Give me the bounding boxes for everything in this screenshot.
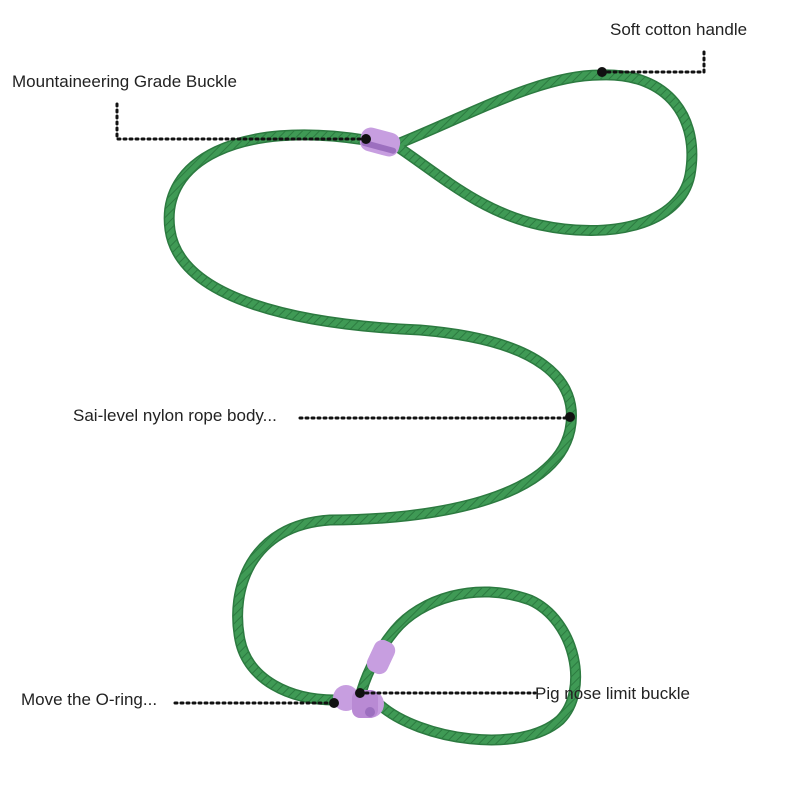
marker-pig-dot-marker xyxy=(355,688,365,698)
rope xyxy=(163,69,698,746)
label-o-ring: Move the O-ring... xyxy=(21,690,158,709)
label-pig-nose-buckle: Pig nose limit buckle xyxy=(535,684,690,703)
label-soft-cotton-handle: Soft cotton handle xyxy=(610,20,748,39)
stopper-sleeve xyxy=(366,639,396,675)
leader-buckle xyxy=(115,98,368,141)
label-mountaineering-buckle: Mountaineering Grade Buckle xyxy=(12,72,237,91)
leader-handle xyxy=(600,46,706,74)
marker-oring-dot-marker xyxy=(329,698,339,708)
marker-rope-dot-marker xyxy=(565,412,575,422)
handle-loop xyxy=(389,69,698,236)
leader-lines xyxy=(115,46,706,705)
marker-buckle-dot-marker xyxy=(361,134,371,144)
mountaineering-buckle xyxy=(359,127,401,157)
markers xyxy=(329,67,607,708)
label-rope-body: Sai-level nylon rope body... xyxy=(73,406,277,425)
marker-handle-dot-marker xyxy=(597,67,607,77)
